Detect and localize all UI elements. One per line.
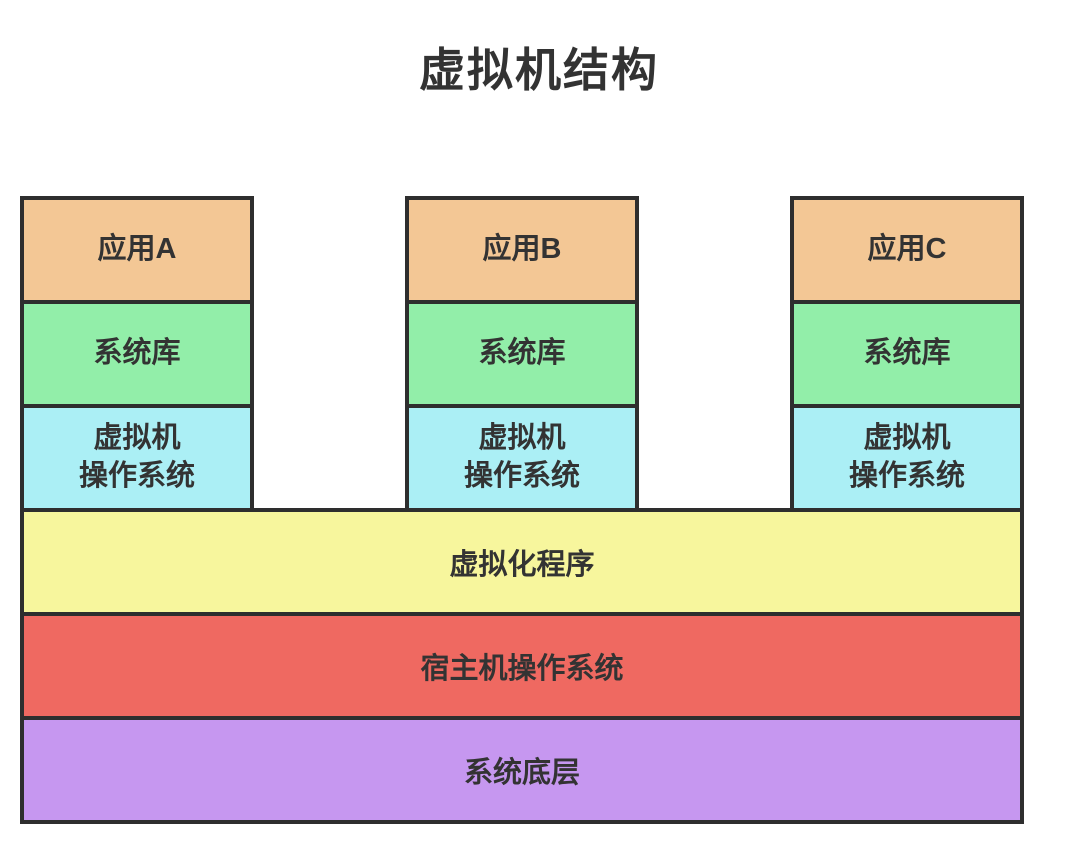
vm-columns: 应用A 系统库 虚拟机 操作系统 应用B 系统库 虚拟机 操作系统 应用C 系统… bbox=[20, 196, 1024, 512]
diagram-body: 应用A 系统库 虚拟机 操作系统 应用B 系统库 虚拟机 操作系统 应用C 系统… bbox=[20, 196, 1024, 824]
vm-column-c: 应用C 系统库 虚拟机 操作系统 bbox=[790, 196, 1024, 512]
vm-column-b: 应用B 系统库 虚拟机 操作系统 bbox=[405, 196, 639, 512]
app-block: 应用A bbox=[20, 196, 254, 304]
host-os-layer: 宿主机操作系统 bbox=[20, 612, 1024, 720]
hypervisor-layer: 虚拟化程序 bbox=[20, 508, 1024, 616]
syslib-block: 系统库 bbox=[790, 300, 1024, 408]
vm-column-a: 应用A 系统库 虚拟机 操作系统 bbox=[20, 196, 254, 512]
syslib-block: 系统库 bbox=[20, 300, 254, 408]
vmos-block: 虚拟机 操作系统 bbox=[405, 404, 639, 512]
syslib-block: 系统库 bbox=[405, 300, 639, 408]
shared-layers: 虚拟化程序 宿主机操作系统 系统底层 bbox=[20, 508, 1024, 824]
page-title: 虚拟机结构 bbox=[419, 44, 659, 96]
vmos-block: 虚拟机 操作系统 bbox=[790, 404, 1024, 512]
system-base-layer: 系统底层 bbox=[20, 716, 1024, 824]
app-block: 应用B bbox=[405, 196, 639, 304]
app-block: 应用C bbox=[790, 196, 1024, 304]
vmos-block: 虚拟机 操作系统 bbox=[20, 404, 254, 512]
